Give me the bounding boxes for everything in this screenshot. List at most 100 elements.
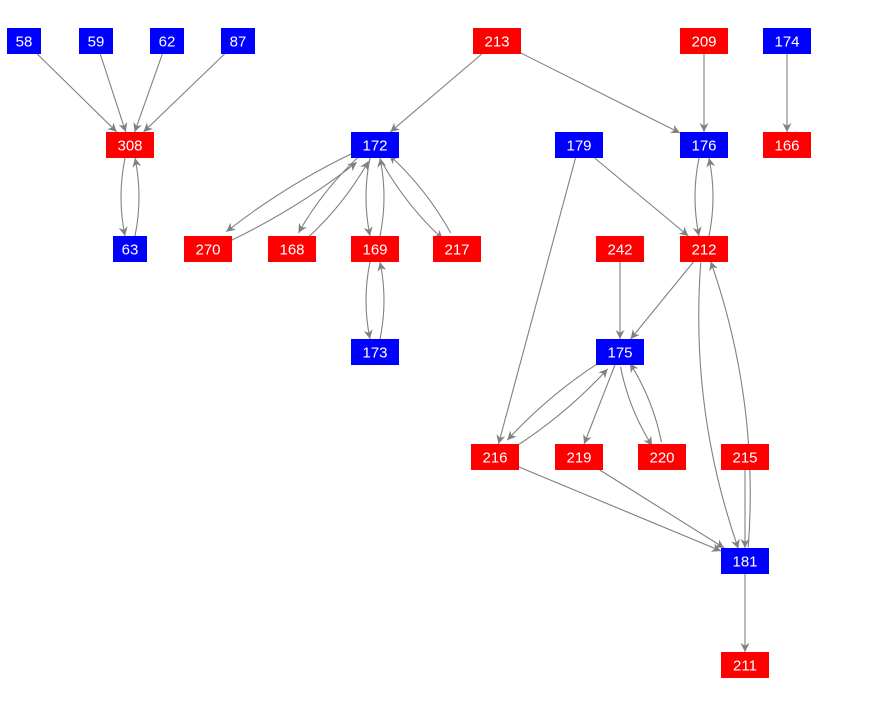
node-box	[638, 444, 686, 470]
node-216[interactable]: 216	[471, 444, 519, 470]
edge-172-to-168	[297, 154, 362, 234]
edge-59-to-308	[99, 53, 128, 133]
node-label: 215	[732, 450, 757, 467]
node-box	[473, 28, 521, 54]
node-308[interactable]: 308	[106, 132, 154, 158]
edge-308-to-63	[118, 157, 128, 237]
edge-213-to-172	[389, 53, 483, 133]
edge-216-to-181	[518, 466, 722, 552]
node-box	[106, 132, 154, 158]
node-box	[721, 548, 769, 574]
edge-58-to-308	[36, 53, 118, 133]
node-213[interactable]: 213	[473, 28, 521, 54]
node-box	[268, 236, 316, 262]
node-166[interactable]: 166	[763, 132, 811, 158]
node-label: 175	[607, 345, 632, 362]
edge-175-to-220	[620, 366, 653, 447]
node-label: 172	[362, 138, 387, 155]
node-176[interactable]: 176	[680, 132, 728, 158]
node-220[interactable]: 220	[638, 444, 686, 470]
node-box	[7, 28, 41, 54]
edge-169-to-173	[363, 261, 373, 340]
node-box	[471, 444, 519, 470]
node-label: 209	[691, 34, 716, 51]
node-box	[596, 339, 644, 365]
node-box	[721, 444, 769, 470]
edge-213-to-176	[520, 52, 681, 134]
node-209[interactable]: 209	[680, 28, 728, 54]
edge-212-to-181	[698, 262, 740, 549]
node-172[interactable]: 172	[351, 132, 399, 158]
node-box	[351, 132, 399, 158]
node-box	[113, 236, 147, 262]
node-212[interactable]: 212	[680, 236, 728, 262]
node-box	[433, 236, 481, 262]
edge-212-to-175	[630, 261, 694, 340]
node-label: 166	[774, 138, 799, 155]
node-box	[680, 236, 728, 262]
node-box	[79, 28, 113, 54]
node-175[interactable]: 175	[596, 339, 644, 365]
edge-172-to-169	[363, 157, 373, 237]
node-219[interactable]: 219	[555, 444, 603, 470]
node-179[interactable]: 179	[555, 132, 603, 158]
node-box	[221, 28, 255, 54]
edge-175-to-219	[583, 364, 616, 445]
edge-168-to-172	[305, 160, 370, 240]
node-181[interactable]: 181	[721, 548, 769, 574]
node-label: 179	[566, 138, 591, 155]
node-63[interactable]: 63	[113, 236, 147, 262]
node-box	[680, 132, 728, 158]
edge-216-to-175	[513, 368, 609, 449]
edge-217-to-172	[388, 154, 452, 234]
node-label: 308	[117, 138, 142, 155]
node-label: 270	[195, 242, 220, 259]
node-box	[351, 339, 399, 365]
node-label: 63	[122, 242, 139, 259]
node-label: 169	[362, 242, 387, 259]
edge-62-to-308	[133, 53, 163, 133]
node-217[interactable]: 217	[433, 236, 481, 262]
node-box	[680, 28, 728, 54]
node-270[interactable]: 270	[184, 236, 232, 262]
edge-179-to-212	[594, 157, 689, 237]
node-box	[721, 652, 769, 678]
node-62[interactable]: 62	[150, 28, 184, 54]
edge-172-to-270	[225, 153, 352, 233]
node-label: 176	[691, 138, 716, 155]
node-box	[763, 28, 811, 54]
edge-179-to-216	[496, 157, 577, 445]
edge-87-to-308	[143, 53, 225, 133]
node-label: 173	[362, 345, 387, 362]
node-168[interactable]: 168	[268, 236, 316, 262]
node-label: 87	[230, 34, 247, 51]
edge-172-to-217	[380, 160, 444, 240]
edge-212-to-176	[706, 157, 716, 237]
node-169[interactable]: 169	[351, 236, 399, 262]
node-label: 216	[482, 450, 507, 467]
node-59[interactable]: 59	[79, 28, 113, 54]
nodes-layer: 58 59 62 87 213 209 174 308 172 179 176 166 63 270 168…	[7, 28, 811, 678]
edge-219-to-181	[599, 469, 725, 549]
node-label: 62	[159, 34, 176, 51]
node-label: 242	[607, 242, 632, 259]
node-174[interactable]: 174	[763, 28, 811, 54]
node-label: 220	[649, 450, 674, 467]
node-label: 59	[88, 34, 105, 51]
edge-173-to-169	[377, 261, 387, 340]
node-box	[555, 444, 603, 470]
edge-181-to-212	[709, 261, 751, 548]
node-label: 217	[444, 242, 469, 259]
node-173[interactable]: 173	[351, 339, 399, 365]
node-242[interactable]: 242	[596, 236, 644, 262]
node-87[interactable]: 87	[221, 28, 255, 54]
node-box	[763, 132, 811, 158]
node-211[interactable]: 211	[721, 652, 769, 678]
node-label: 211	[733, 658, 757, 675]
node-box	[184, 236, 232, 262]
node-label: 174	[774, 34, 799, 51]
node-215[interactable]: 215	[721, 444, 769, 470]
node-58[interactable]: 58	[7, 28, 41, 54]
node-label: 213	[484, 34, 509, 51]
